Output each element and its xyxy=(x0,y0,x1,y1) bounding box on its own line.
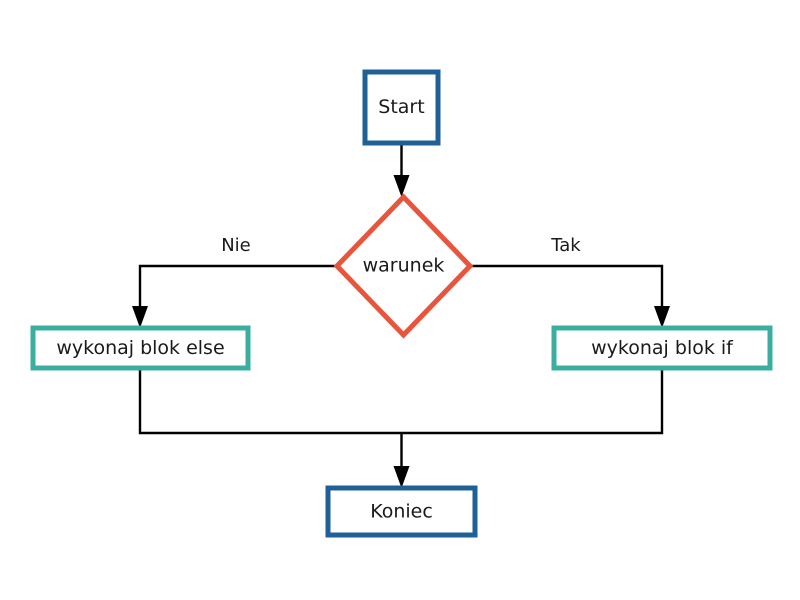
arrow-head-icon xyxy=(132,306,148,328)
edge-warunek-to-blok-if xyxy=(470,264,670,328)
edge-start-to-warunek xyxy=(393,143,410,197)
edge-warunek-to-blok-else xyxy=(132,264,337,328)
node-koniec-label: Koniec xyxy=(370,501,433,523)
node-blok-if-label: wykonaj blok if xyxy=(591,337,734,359)
node-start-shape xyxy=(362,69,441,146)
arrow-head-icon xyxy=(393,466,410,488)
arrow-head-icon xyxy=(654,306,670,328)
node-koniec-shape xyxy=(325,485,478,538)
edge-label-tak: Tak xyxy=(550,235,581,256)
edge-line xyxy=(138,264,337,313)
node-start[interactable]: Start xyxy=(362,69,441,146)
node-blok-else-shape xyxy=(30,325,251,371)
node-blok-if-shape xyxy=(551,325,773,371)
node-blok-else-label: wykonaj blok else xyxy=(56,337,224,359)
node-warunek-label: warunek xyxy=(363,255,445,277)
edge-merge-to-koniec xyxy=(138,368,664,488)
arrow-head-icon xyxy=(393,175,410,197)
node-warunek[interactable]: warunek xyxy=(333,193,474,339)
edge-line xyxy=(470,264,664,313)
edge-line-merge xyxy=(138,368,664,435)
node-koniec[interactable]: Koniec xyxy=(325,485,478,538)
node-warunek-shape xyxy=(333,193,474,339)
node-start-label: Start xyxy=(378,96,424,118)
node-blok-else[interactable]: wykonaj blok else xyxy=(30,325,251,371)
node-blok-if[interactable]: wykonaj blok if xyxy=(551,325,773,371)
edge-label-nie: Nie xyxy=(221,235,251,256)
